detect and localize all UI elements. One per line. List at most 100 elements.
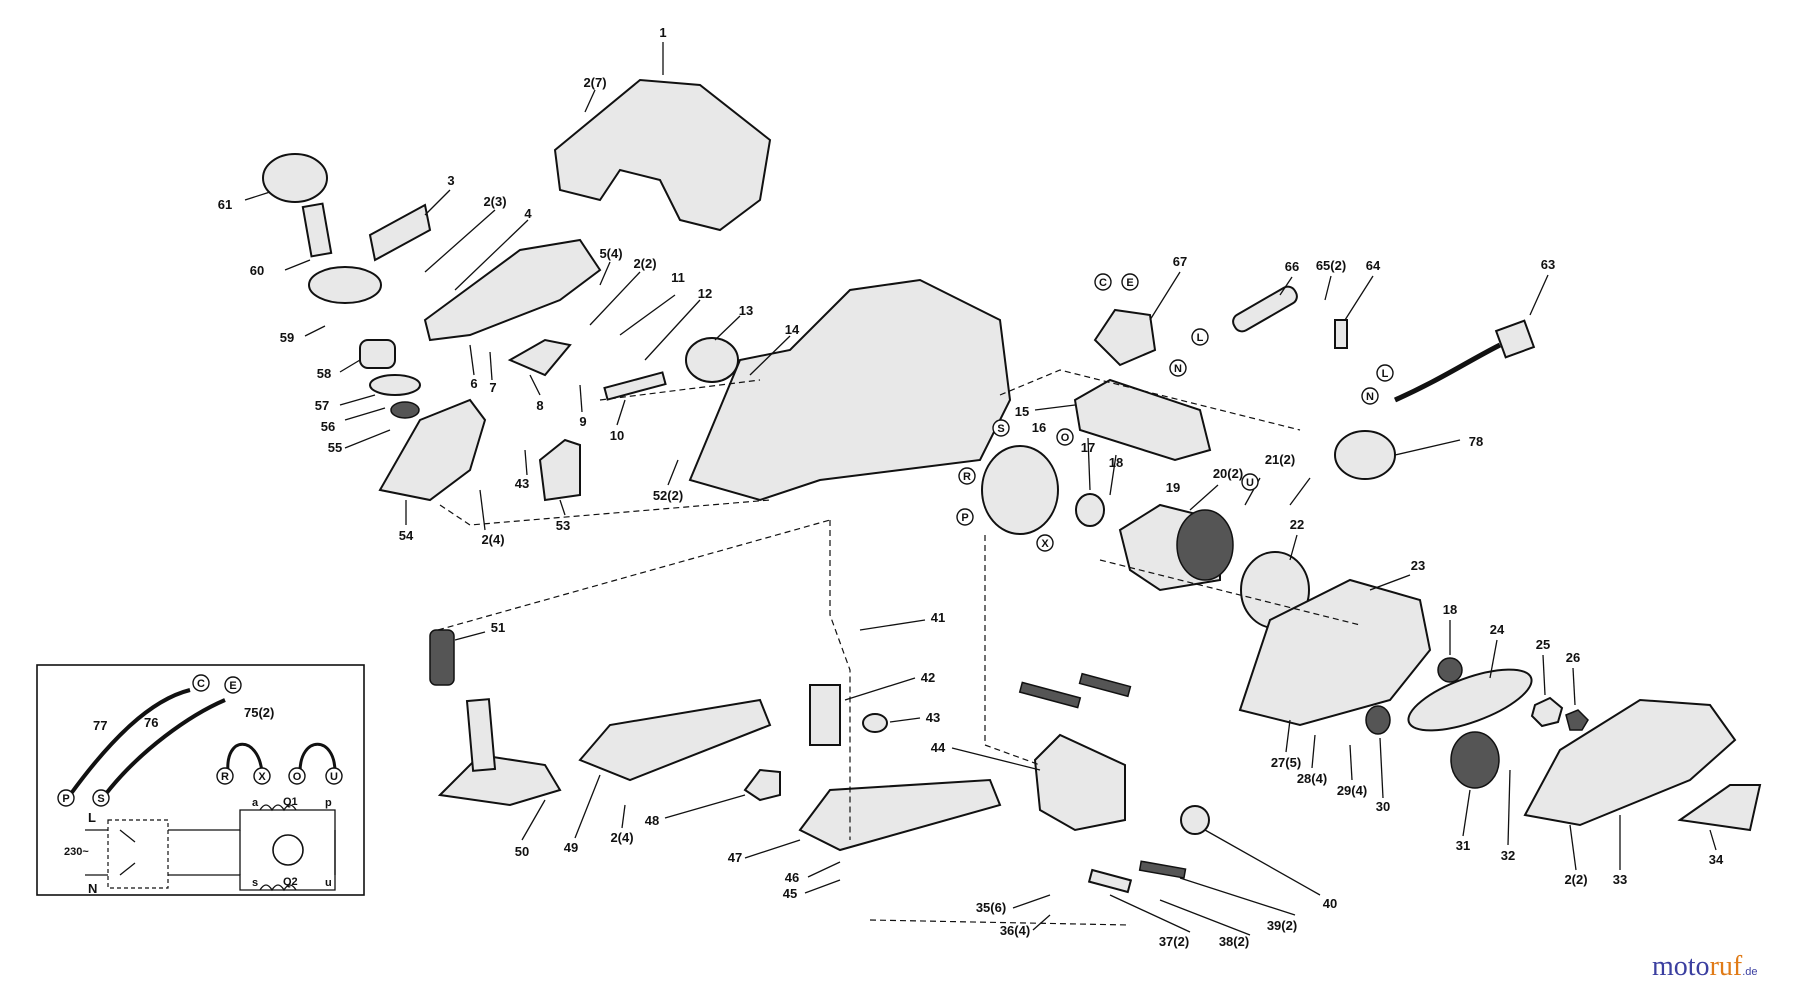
part-label: 9 xyxy=(579,414,586,429)
part-label: 28(4) xyxy=(1297,771,1327,786)
marker-16-p: P xyxy=(956,508,974,526)
clip-shape xyxy=(507,338,572,377)
drive-belt-shape xyxy=(1407,668,1533,732)
part-label: 41 xyxy=(931,610,945,625)
svg-text:C: C xyxy=(197,678,205,690)
part-label: 37(2) xyxy=(1159,934,1189,949)
part-label: 46 xyxy=(785,870,799,885)
part-label: 39(2) xyxy=(1267,918,1297,933)
supply-label: 230~ xyxy=(64,846,89,858)
part-label: 11 xyxy=(671,270,685,285)
watermark-logo: motoruf.de xyxy=(1652,951,1758,982)
part-label: 43 xyxy=(926,710,940,725)
handle-cover-shape xyxy=(553,78,772,232)
part-label: 43 xyxy=(515,476,529,491)
part-label: 63 xyxy=(1541,257,1555,272)
part-label: 7 xyxy=(489,380,496,395)
part-label: 20(2) xyxy=(1213,466,1243,481)
wire-label-75: 75(2) xyxy=(244,705,274,720)
part-label: 16 xyxy=(1032,420,1046,435)
part-label: 14 xyxy=(785,322,800,337)
part-label: 17 xyxy=(1081,440,1095,455)
coil-q2-label: Q2 xyxy=(283,876,298,888)
line-label-n: N xyxy=(88,881,97,896)
part-label: 38(2) xyxy=(1219,934,1249,949)
part-label: 4 xyxy=(524,206,532,221)
armature-fan-shape xyxy=(1176,509,1234,581)
part-label: 10 xyxy=(610,428,624,443)
blade-a-shape xyxy=(1018,681,1082,709)
small-pulley-shape xyxy=(1365,705,1391,735)
part-label: 2(4) xyxy=(610,830,633,845)
part-label: 48 xyxy=(645,813,659,828)
front-shoe-shape xyxy=(378,398,487,502)
angle-bracket-shape xyxy=(743,768,781,802)
bolt-shape xyxy=(862,713,888,733)
term-u: U xyxy=(325,767,343,785)
part-label: 1 xyxy=(659,25,666,40)
side-cover-shape xyxy=(423,238,602,342)
plug-shape xyxy=(1494,319,1536,359)
part-label: 29(4) xyxy=(1337,783,1367,798)
part-label: 2(4) xyxy=(481,532,504,547)
part-label: 59 xyxy=(280,330,294,345)
svg-text:P: P xyxy=(62,793,69,805)
part-label: 57 xyxy=(315,398,329,413)
part-label: 44 xyxy=(931,740,946,755)
marker-63-l: L xyxy=(1376,364,1394,382)
part-label: 42 xyxy=(921,670,935,685)
depth-rod-shape xyxy=(465,698,497,772)
part-label: 12 xyxy=(698,286,712,301)
part-label: 47 xyxy=(728,850,742,865)
svg-text:E: E xyxy=(229,680,236,692)
knob-shaft-shape xyxy=(301,202,333,258)
term-s: S xyxy=(92,789,110,807)
wire-label-76: 76 xyxy=(144,715,158,730)
svg-text:U: U xyxy=(330,771,338,783)
part-label: 31 xyxy=(1456,838,1470,853)
part-label: 49 xyxy=(564,840,578,855)
svg-text:P: P xyxy=(961,512,968,524)
term-c: C xyxy=(192,674,210,692)
part-label: 22 xyxy=(1290,517,1304,532)
svg-text:X: X xyxy=(258,771,266,783)
term-p: P xyxy=(57,789,75,807)
marker-16-r: R xyxy=(958,467,976,485)
blade-b-shape xyxy=(1078,672,1132,698)
part-label: 34 xyxy=(1709,852,1724,867)
svg-text:R: R xyxy=(221,771,229,783)
sleeve-ring-shape xyxy=(685,337,739,383)
base-plate-shape xyxy=(578,698,772,782)
depth-base-shape xyxy=(437,753,562,807)
svg-text:N: N xyxy=(1366,391,1374,403)
wiring-schematic: 77 76 75(2) C E P S R X O U L N 230~ Q1 … xyxy=(36,664,365,896)
knob-base-shape xyxy=(308,266,382,304)
part-label: 26 xyxy=(1566,650,1580,665)
part-label: 54 xyxy=(399,528,414,543)
drum-flange-shape xyxy=(1180,805,1210,835)
node-p-label: p xyxy=(325,797,332,809)
part-label: 2(7) xyxy=(583,75,606,90)
term-r: R xyxy=(216,767,234,785)
svg-text:O: O xyxy=(293,771,302,783)
label-plate-shape xyxy=(368,203,432,262)
switch-shape xyxy=(1093,308,1157,367)
part-label: 60 xyxy=(250,263,264,278)
part-label: 35(6) xyxy=(976,900,1006,915)
svg-text:X: X xyxy=(1041,538,1049,550)
bracket-shape xyxy=(538,438,581,502)
assembly-lines xyxy=(437,369,1361,926)
ring-shape xyxy=(390,401,420,419)
part-label: 18 xyxy=(1443,602,1457,617)
part-label: 51 xyxy=(491,620,505,635)
svg-text:N: N xyxy=(1174,363,1182,375)
belt-cover-shape xyxy=(1238,578,1432,727)
marker-67-c: C xyxy=(1094,273,1112,291)
part-label: 58 xyxy=(317,366,331,381)
term-o: O xyxy=(288,767,306,785)
marker-67-e: E xyxy=(1121,273,1139,291)
cutter-drum-shape xyxy=(1033,733,1126,832)
part-label: 3 xyxy=(447,173,454,188)
svg-text:R: R xyxy=(963,471,971,483)
